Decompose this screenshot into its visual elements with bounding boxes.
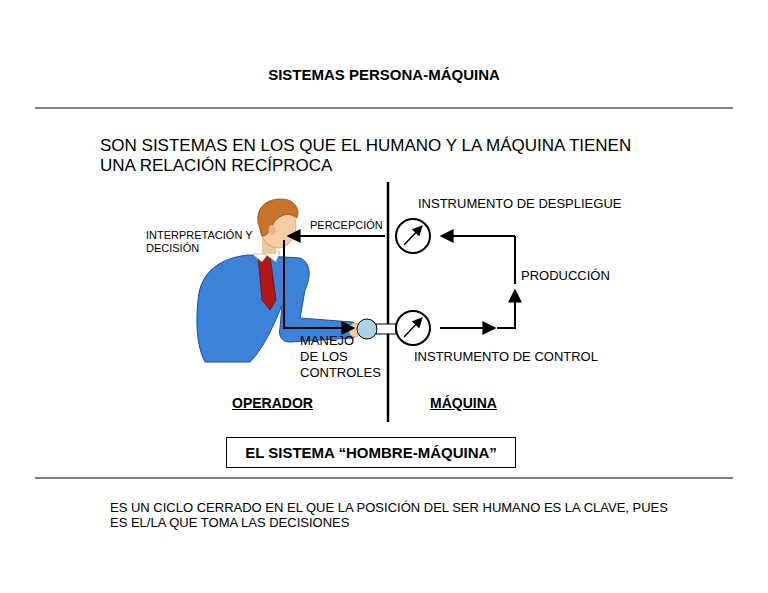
part-label: INSTRUMENTO DE CONTROL [414, 349, 598, 365]
interface-line [387, 182, 390, 422]
part-label: PERCEPCIÓN [310, 219, 383, 232]
flow-line [514, 236, 516, 284]
control-gauge [396, 311, 430, 345]
perception-arrow [288, 235, 385, 237]
operator-flow [284, 236, 385, 328]
page-title: SISTEMAS PERSONA-MÁQUINA [268, 66, 500, 84]
box-text: EL SISTEMA “HOMBRE-MÁQUINA” [245, 444, 497, 461]
flow-arrow [497, 290, 515, 328]
rule-line [35, 478, 733, 479]
section-label: OPERADOR [232, 395, 313, 412]
caption: ES UN CICLO CERRADO EN EL QUE LA POSICIÓ… [110, 500, 670, 530]
rule-line [35, 108, 733, 109]
section-label: MÁQUINA [430, 395, 497, 412]
decision-arrow [284, 240, 354, 328]
flow-arrow [441, 235, 515, 237]
display-gauge [396, 219, 430, 253]
control-knob [357, 319, 396, 339]
part-label: MANEJO DE LOS CONTROLES [300, 333, 374, 381]
part-label: INSTRUMENTO DE DESPLIEGUE [418, 196, 621, 212]
flow-arrow [440, 327, 495, 329]
subtitle: SON SISTEMAS EN LOS QUE EL HUMANO Y LA M… [100, 136, 665, 177]
rules [35, 108, 733, 478]
machine-flow [440, 236, 515, 328]
part-label: PRODUCCIÓN [521, 268, 610, 284]
part-label: INTERPRETACIÓN Y DECISIÓN [146, 229, 254, 255]
title-box: EL SISTEMA “HOMBRE-MÁQUINA” [226, 437, 516, 468]
